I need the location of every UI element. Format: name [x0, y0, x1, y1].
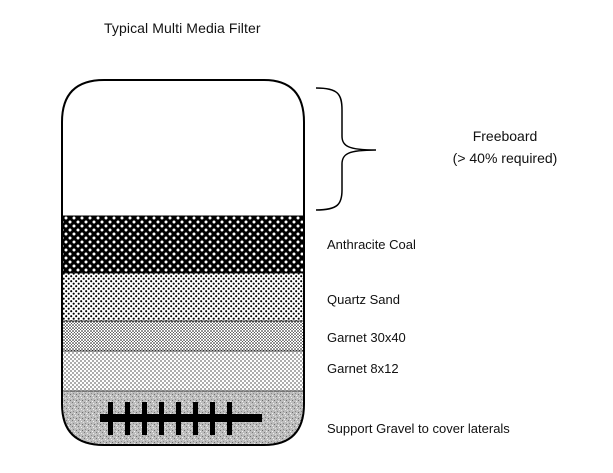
layer-garnet-8x12: [62, 351, 304, 391]
freeboard-brace: [315, 87, 377, 211]
laterals: [100, 402, 262, 435]
layer-garnet-30x40: [62, 321, 304, 351]
layer-freeboard: [62, 80, 304, 216]
freeboard-label: Freeboard: [472, 128, 538, 144]
layer-quartz: [62, 273, 304, 321]
freeboard-note: (> 40% required): [452, 150, 558, 166]
layer-label-quartz: Quartz Sand: [327, 292, 400, 307]
freeboard-annotation: Freeboard (> 40% required): [430, 125, 580, 169]
vessel-outline: [61, 79, 305, 446]
layer-anthracite: [62, 216, 304, 273]
layer-label-garnet-8x12: Garnet 8x12: [327, 361, 399, 376]
layer-label-garnet-30x40: Garnet 30x40: [327, 330, 406, 345]
media-layers: [62, 80, 304, 445]
diagram-title: Typical Multi Media Filter: [104, 20, 261, 36]
layer-label-gravel: Support Gravel to cover laterals: [327, 421, 510, 436]
layer-label-anthracite: Anthracite Coal: [327, 237, 416, 252]
